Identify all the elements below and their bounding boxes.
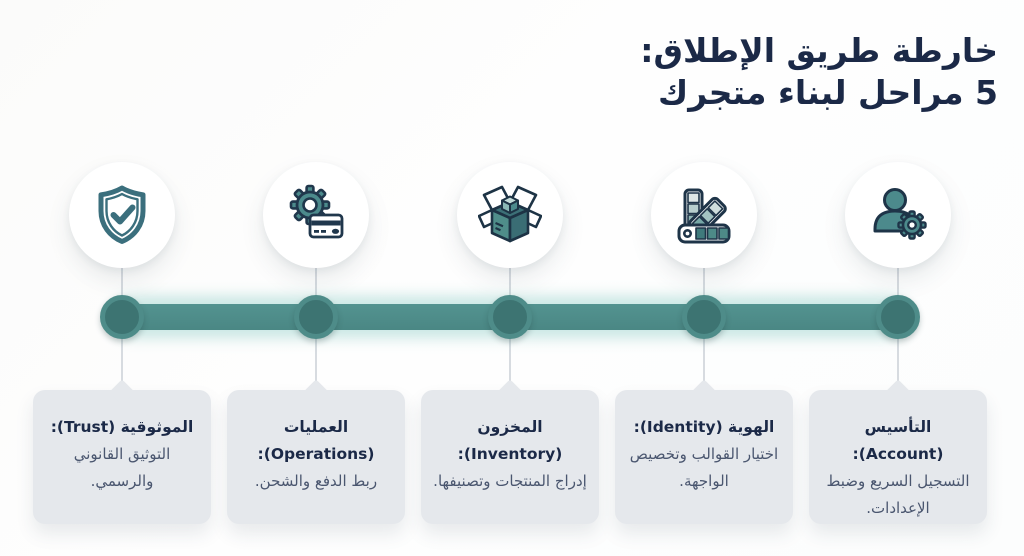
page-title-line2: 5 مراحل لبناء متجرك — [658, 73, 998, 112]
stage-icon-circle — [69, 162, 175, 268]
timeline-node — [682, 295, 726, 339]
stage-identity: الهوية (Identity): اختيار القوالب وتخصيص… — [607, 0, 801, 556]
stage-icon-circle — [845, 162, 951, 268]
stage-card-body: اختيار القوالب وتخصيص الواجهة. — [629, 445, 779, 490]
stage-account: التأسيس (Account): التسجيل السريع وضبط ا… — [801, 0, 995, 556]
palette-swatches-icon — [672, 183, 736, 247]
timeline-node — [294, 295, 338, 339]
page-title: خارطة طريق الإطلاق: 5 مراحل لبناء متجرك — [640, 30, 998, 114]
stage-icon-circle — [651, 162, 757, 268]
open-box-icon — [478, 183, 542, 247]
stage-card-title: الموثوقية (Trust): — [50, 418, 194, 436]
stage-card-body: إدراج المنتجات وتصنيفها. — [433, 472, 587, 490]
stage-card-body: ربط الدفع والشحن. — [254, 472, 378, 490]
timeline-node — [100, 295, 144, 339]
stage-trust: الموثوقية (Trust): التوثيق القانوني والر… — [25, 0, 219, 556]
stage-icon-circle — [457, 162, 563, 268]
stage-card: المخزون (Inventory): إدراج المنتجات وتصن… — [421, 390, 599, 524]
stage-operations: العمليات (Operations): ربط الدفع والشحن. — [219, 0, 413, 556]
stage-icon-circle — [263, 162, 369, 268]
stage-card-title: الهوية (Identity): — [633, 418, 775, 436]
stage-card-title: التأسيس (Account): — [852, 418, 944, 463]
stage-card-title: المخزون (Inventory): — [457, 418, 563, 463]
stage-card: الهوية (Identity): اختيار القوالب وتخصيص… — [615, 390, 793, 524]
timeline-node — [488, 295, 532, 339]
shield-check-icon — [90, 183, 154, 247]
stage-inventory: المخزون (Inventory): إدراج المنتجات وتصن… — [413, 0, 607, 556]
stage-card: التأسيس (Account): التسجيل السريع وضبط ا… — [809, 390, 987, 524]
stage-card-body: التسجيل السريع وضبط الإعدادات. — [826, 472, 970, 517]
page-title-line1: خارطة طريق الإطلاق: — [640, 31, 998, 70]
user-gear-icon — [866, 183, 930, 247]
stage-card: الموثوقية (Trust): التوثيق القانوني والر… — [33, 390, 211, 524]
stage-card: العمليات (Operations): ربط الدفع والشحن. — [227, 390, 405, 524]
gear-payment-card-icon — [284, 183, 348, 247]
stage-card-body: التوثيق القانوني والرسمي. — [73, 445, 171, 490]
timeline-node — [876, 295, 920, 339]
stage-card-title: العمليات (Operations): — [257, 418, 375, 463]
